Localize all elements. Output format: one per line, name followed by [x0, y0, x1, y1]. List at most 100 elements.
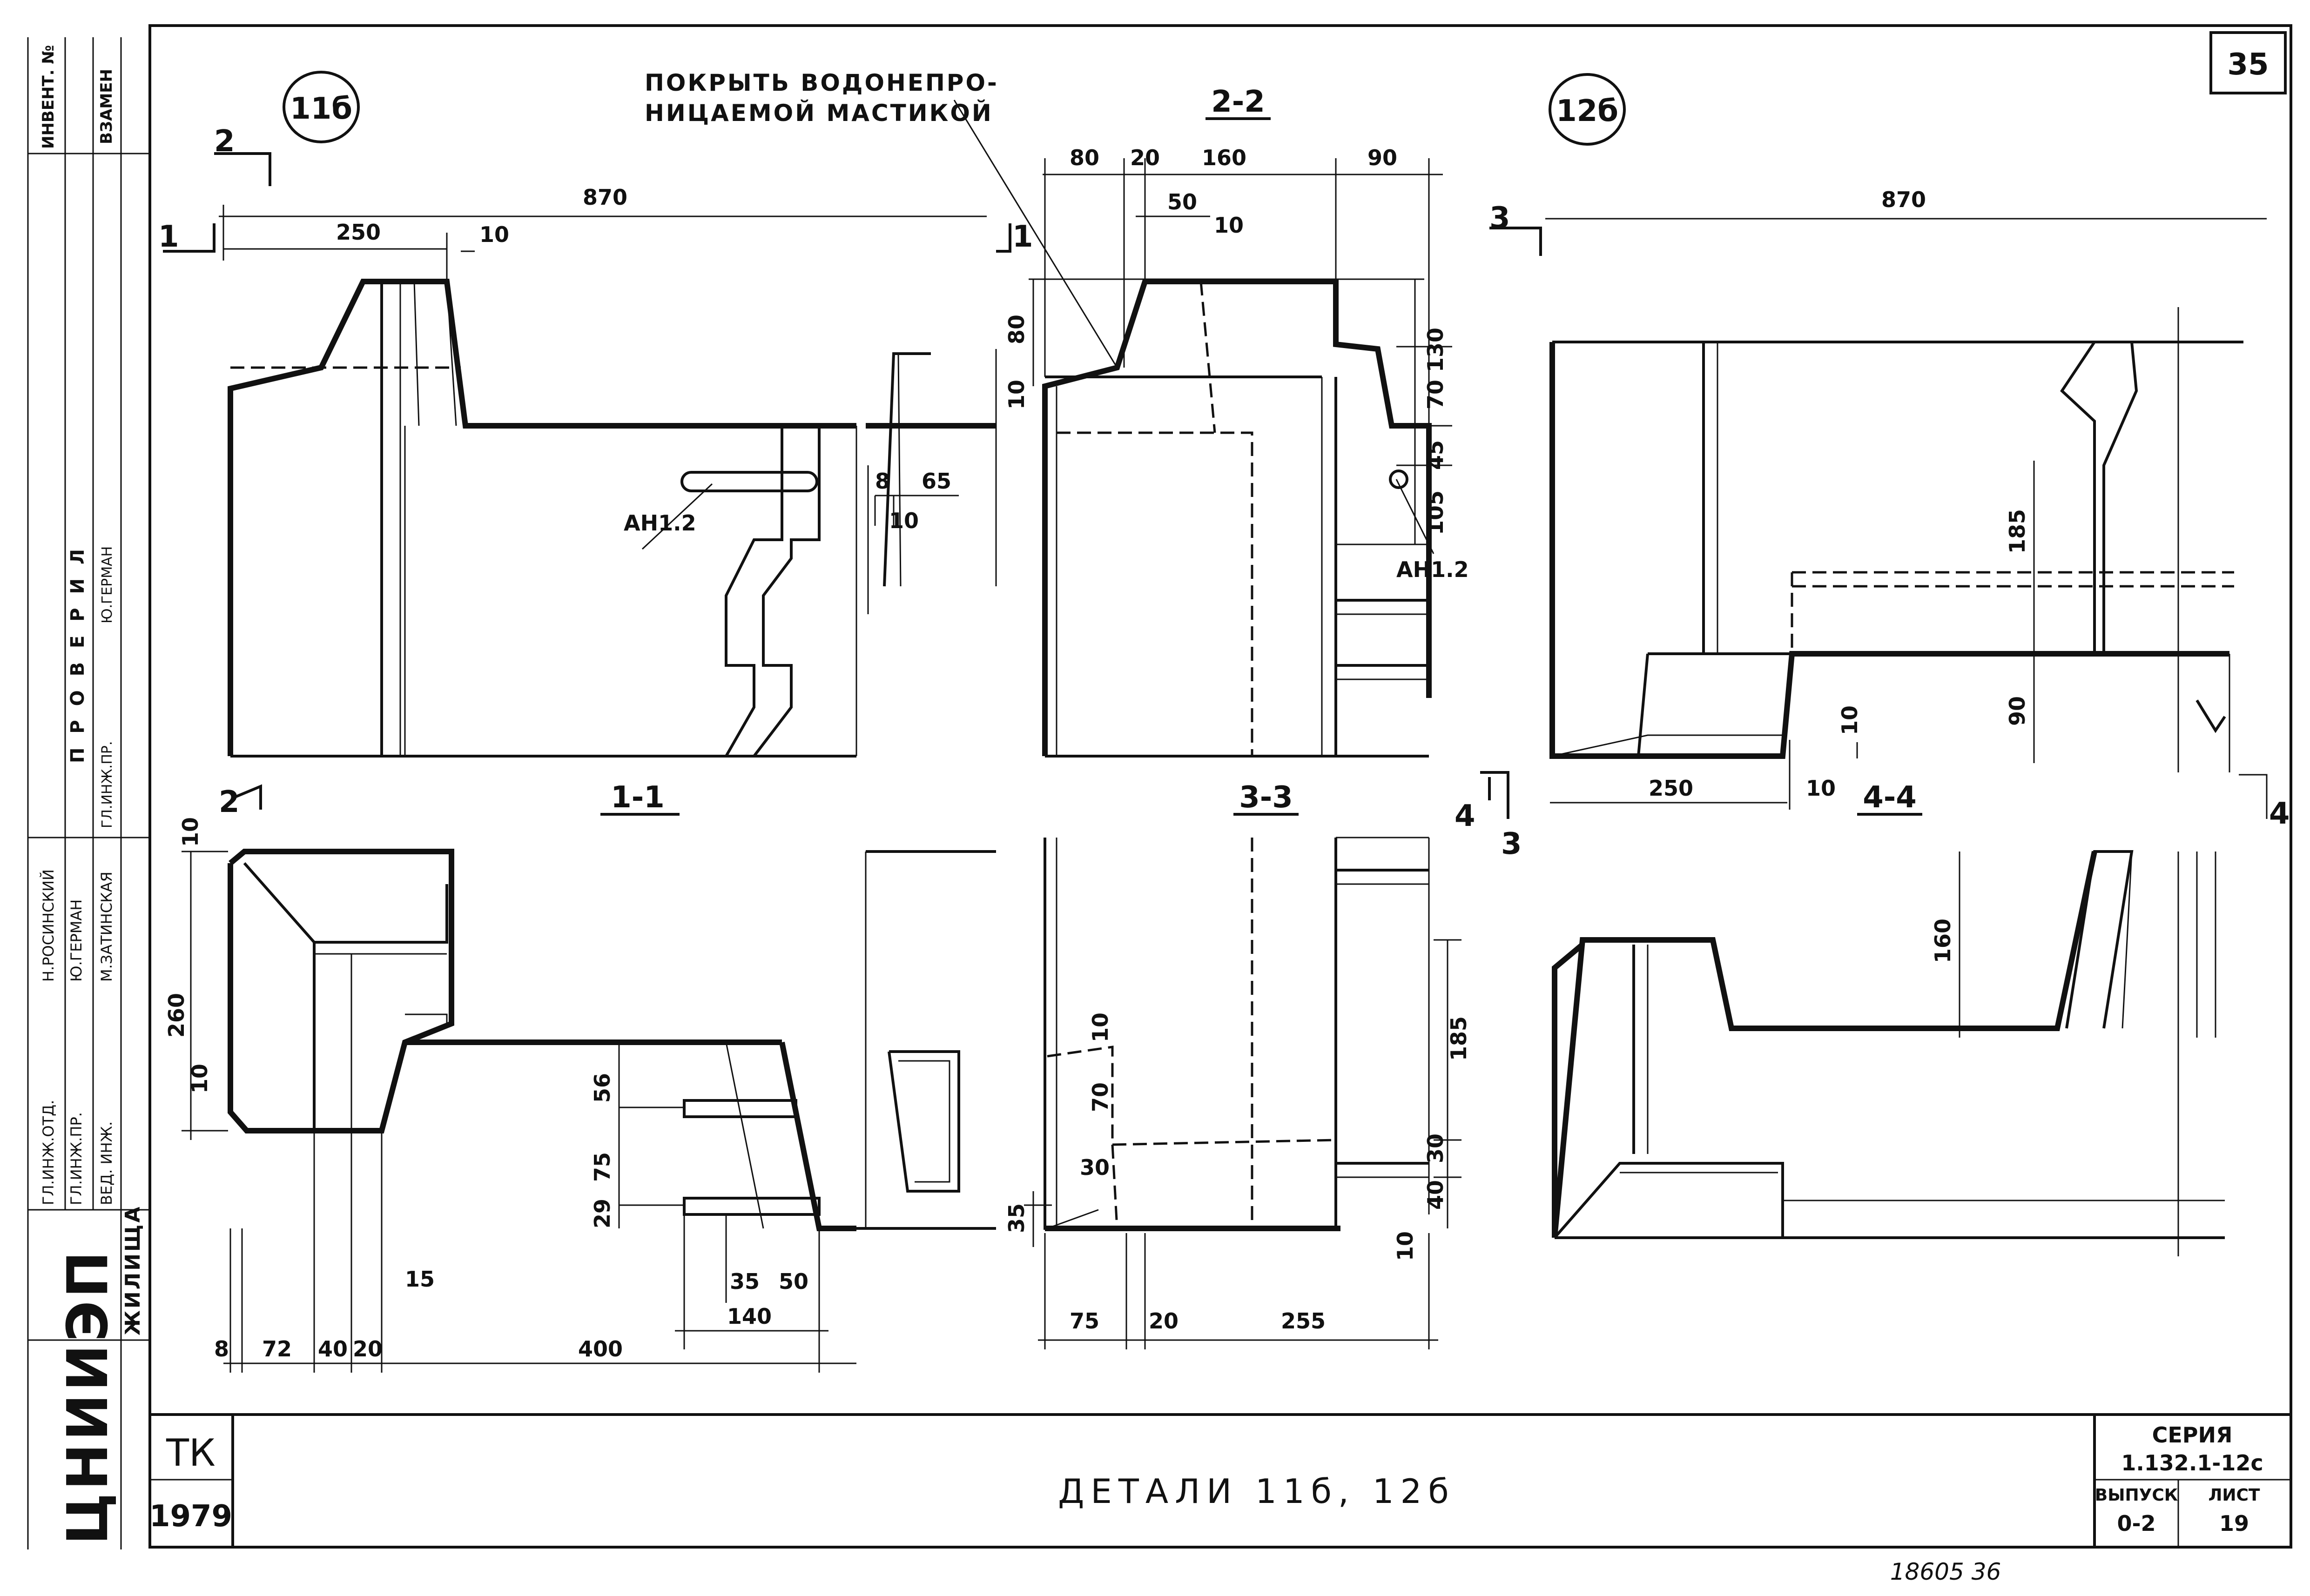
dim-s33-10b: 10 [1393, 1231, 1418, 1261]
anchor-label-a: АН1.2 [624, 510, 696, 536]
strip-german-top: Ю.ГЕРМАН [99, 546, 115, 624]
dim-s44-160: 160 [1930, 919, 1955, 963]
dim-v22-80v: 80 [1004, 315, 1029, 344]
frame [148, 24, 2292, 1549]
strip-row-3: М.ЗАТИНСКАЯ [98, 872, 115, 982]
note-line-1: ПОКРЫТЬ ВОДОНЕПРО- [645, 69, 999, 96]
left-strip [27, 37, 150, 1549]
tk-label: ТК [166, 1431, 216, 1475]
dim-s11-10b: 10 [187, 1064, 212, 1093]
view-2-2 [1029, 158, 1452, 758]
dim-s33-20: 20 [1149, 1308, 1179, 1334]
dim-v12-250: 250 [1649, 776, 1693, 801]
mark-4-left: 4 [1455, 799, 1475, 833]
dim-s11-10: 10 [178, 817, 203, 847]
vypusk-value: 0-2 [2117, 1511, 2155, 1536]
dim-v22-160: 160 [1202, 145, 1246, 170]
mark-2-bottom: 2 [219, 785, 240, 819]
dim-s11-140: 140 [727, 1304, 772, 1329]
dim-s33-40: 40 [1423, 1180, 1448, 1210]
dim-v12-10: 10 [1837, 705, 1862, 735]
strip-role-2: ГЛ.ИНЖ.ПР. [67, 1112, 85, 1205]
mark-1-left: 1 [158, 220, 179, 254]
dim-s33-255: 255 [1281, 1308, 1326, 1334]
section-3-3-drawing [1024, 837, 1461, 1349]
callout-11b: 11б [290, 92, 352, 126]
series-value: 1.132.1-12с [2121, 1450, 2263, 1475]
dim-s33-30b: 30 [1423, 1133, 1448, 1163]
section-1-1: 1-1 [611, 780, 665, 815]
strip-role-1: ГЛ.ИНЖ.ОТД. [40, 1100, 57, 1205]
dim-v22-45: 45 [1423, 440, 1448, 470]
dim-s11-29: 29 [590, 1199, 615, 1228]
dim-v12-870: 870 [1881, 187, 1926, 212]
dim-v11-250: 250 [336, 220, 381, 245]
vypusk-label: ВЫПУСК [2095, 1486, 2178, 1505]
list-label: ЛИСТ [2208, 1486, 2260, 1505]
dim-s33-10: 10 [1088, 1013, 1113, 1042]
section-4-4: 4-4 [1863, 780, 1917, 815]
dim-v11-10: 10 [479, 222, 509, 247]
mark-3-top: 3 [1489, 201, 1510, 235]
sheet-number: 35 [2227, 47, 2269, 82]
dim-s11-40: 40 [318, 1336, 348, 1361]
view-12b [1480, 218, 2268, 819]
dim-s11-400: 400 [578, 1336, 623, 1361]
mark-4-right: 4 [2269, 797, 2290, 831]
dim-v12-10b: 10 [1806, 776, 1836, 801]
dim-s11-75: 75 [590, 1152, 615, 1182]
dim-s33-185: 185 [1446, 1016, 1471, 1061]
dim-v22-90: 90 [1367, 145, 1397, 170]
dim-s33-35: 35 [1004, 1203, 1029, 1233]
mark-3-bottom: 3 [1501, 827, 1522, 861]
strip-vzamen: ВЗАМЕН [97, 69, 116, 144]
dim-s11-260: 260 [164, 993, 189, 1038]
strip-invent: ИНВЕНТ. № [39, 45, 58, 149]
view-11b [163, 152, 1011, 810]
drawing-title: ДЕТАЛИ 11б, 12б [1058, 1472, 1455, 1511]
dim-v22-80: 80 [1070, 145, 1099, 170]
section-1-1-drawing [182, 849, 996, 1373]
strip-org: ЦНИИЭП [56, 1248, 121, 1545]
dim-v11-8: 8 [875, 469, 890, 494]
series-label: СЕРИЯ [2152, 1422, 2233, 1448]
section-2-2: 2-2 [1211, 85, 1265, 119]
dim-s11-56: 56 [590, 1073, 615, 1103]
strip-provedil: П Р О В Е Р И Л [67, 545, 88, 763]
strip-gl-inzh-pr-top: ГЛ.ИНЖ.ПР. [99, 741, 115, 828]
dim-v11-10b: 10 [889, 508, 919, 533]
stamp-note: 18605 36 [1890, 1558, 2001, 1585]
dim-v11-870: 870 [583, 185, 627, 210]
dim-s11-15: 15 [405, 1267, 435, 1292]
dim-s11-50: 50 [779, 1269, 808, 1294]
mark-1-right: 1 [1012, 220, 1033, 254]
dim-v22-130: 130 [1423, 328, 1448, 372]
dim-v12-90: 90 [2005, 696, 2030, 726]
dim-v12-185: 185 [2005, 509, 2030, 554]
note-line-2: НИЦАЕМОЙ МАСТИКОЙ [645, 99, 993, 127]
dim-v22-70: 70 [1423, 380, 1448, 409]
list-value: 19 [2219, 1511, 2249, 1536]
dim-s11-72: 72 [262, 1336, 292, 1361]
callout-12b: 12б [1556, 94, 1618, 128]
dim-s11-20: 20 [353, 1336, 383, 1361]
dim-v22-10: 10 [1214, 213, 1244, 238]
dim-s11-35: 35 [730, 1269, 760, 1294]
year-label: 1979 [149, 1499, 232, 1534]
dim-v11-65: 65 [922, 469, 951, 494]
section-3-3: 3-3 [1239, 780, 1293, 815]
dim-v22-10v: 10 [1004, 380, 1029, 409]
dim-s33-70: 70 [1088, 1082, 1113, 1112]
mark-2-top: 2 [214, 124, 235, 159]
dim-s33-30: 30 [1080, 1155, 1110, 1180]
dim-s11-8: 8 [214, 1336, 229, 1361]
section-4-4-drawing [1552, 850, 2225, 1256]
strip-role-3: ВЕД. ИНЖ. [98, 1121, 115, 1205]
strip-row-2: Ю.ГЕРМАН [67, 899, 85, 982]
dim-s33-75: 75 [1070, 1308, 1099, 1334]
dim-v22-20: 20 [1130, 145, 1160, 170]
dim-v22-50: 50 [1167, 189, 1197, 215]
strip-org2: ЖИЛИЩА [121, 1205, 145, 1335]
anchor-label-b: АН1.2 [1396, 557, 1469, 582]
